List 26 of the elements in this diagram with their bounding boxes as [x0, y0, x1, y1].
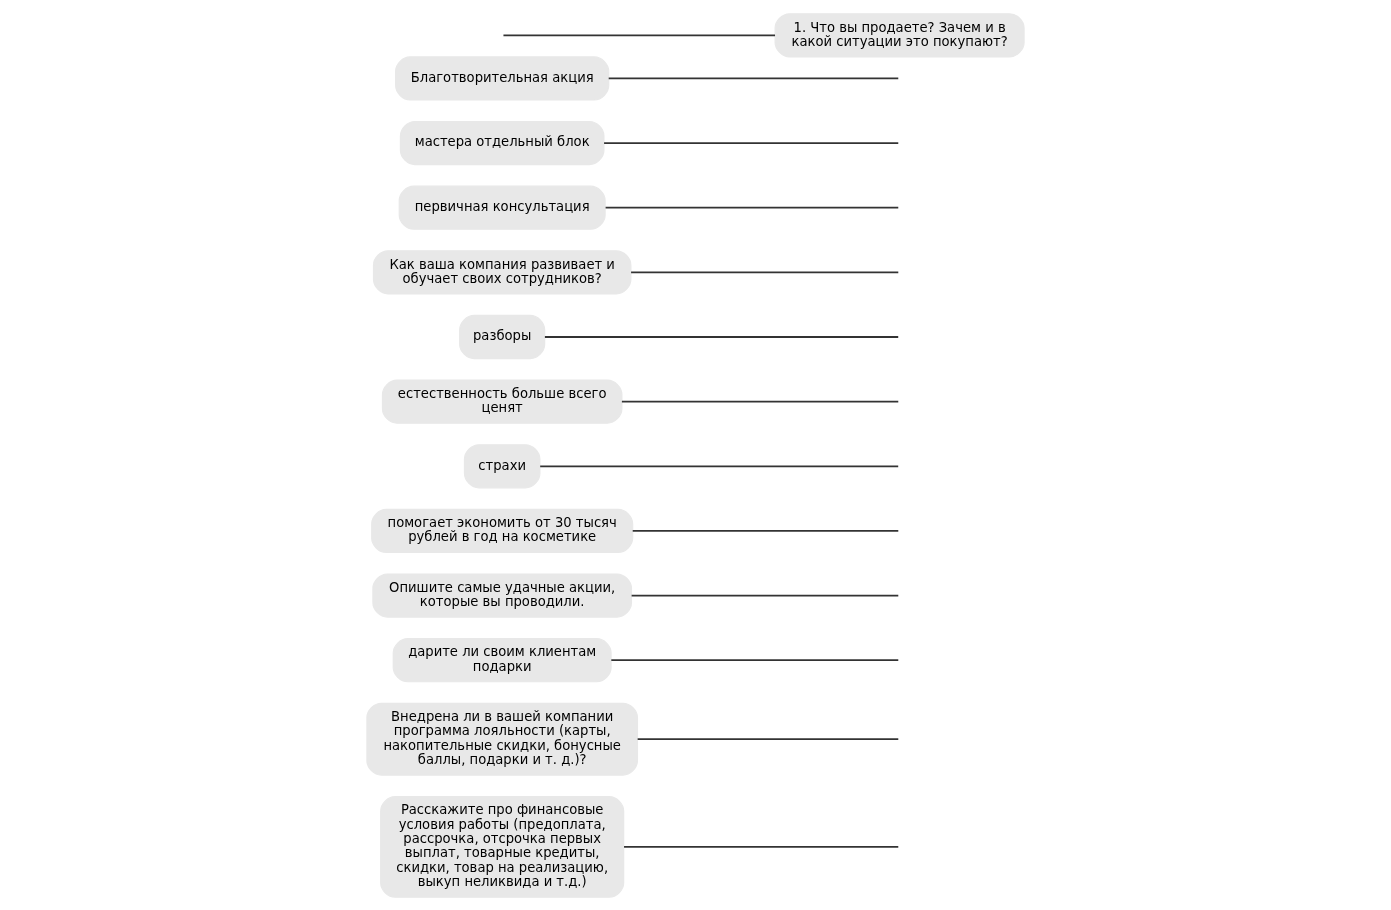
connector: [636, 737, 900, 740]
connector: [623, 845, 900, 848]
connector: [630, 594, 900, 596]
node-box: естественность больше всего ценят: [381, 379, 623, 424]
node-box: Внедрена ли в вашей компании программа лояльности (карты, накопительные скидки, бонусные баллы, подарки и т. д.)?: [366, 702, 639, 776]
connector: [630, 270, 900, 273]
connector: [607, 77, 900, 79]
connector: [631, 529, 900, 532]
connector: [603, 141, 900, 144]
connector: [610, 658, 900, 661]
connector: [604, 206, 900, 209]
node-box: Опишите самые удачные акции, которые вы проводили.: [372, 572, 633, 618]
node-box: разборы: [459, 314, 546, 359]
node-box: мастера отдельный блок: [399, 120, 605, 165]
node-box: дарите ли своим клиентам подарки: [392, 637, 612, 682]
node-box: Расскажите про финансовые условия работы (предоплата, рассрочка, отсрочка первых выплат, товарные кредиты, скидки, товар на реализацию, выкуп неликвида и т.д.): [380, 795, 625, 898]
connector: [539, 464, 900, 467]
node-box: 1. Что вы продаете? Зачем и в какой ситуации это покупают?: [774, 12, 1025, 57]
connector: [544, 335, 900, 338]
node-box: Благотворительная акция: [395, 55, 610, 101]
connector: [621, 400, 900, 403]
node-box: помогает экономить от 30 тысяч рублей в год на косметике: [371, 508, 634, 553]
node-box: страхи: [463, 443, 541, 488]
node-box: Как ваша компания развивает и обучает своих сотрудников?: [372, 249, 632, 294]
connector: [502, 33, 776, 36]
node-box: первичная консультация: [398, 185, 606, 230]
